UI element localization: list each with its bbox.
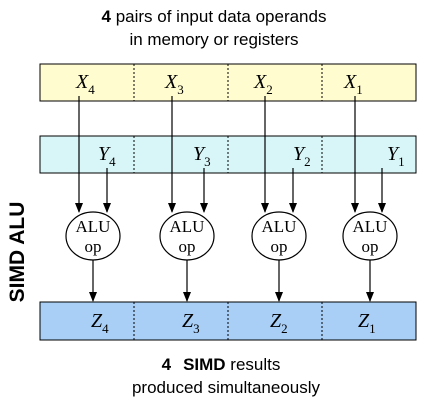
y-register	[39, 135, 417, 174]
alu-4-line1: ALU	[76, 217, 111, 236]
simd-alu-label: SIMD ALU	[6, 202, 29, 303]
top-caption-line2: in memory or registers	[129, 30, 298, 49]
alu-3-line1: ALU	[170, 217, 205, 236]
x4-label: X4	[75, 71, 95, 97]
alu-2-line2: op	[271, 237, 288, 256]
alu-1-line2: op	[362, 237, 379, 256]
y3-label: Y3	[193, 143, 211, 169]
alu-2-line1: ALU	[262, 217, 297, 236]
alu-4-line2: op	[85, 237, 102, 256]
bottom-caption-number: 4	[162, 355, 172, 374]
x2-label: X2	[253, 71, 273, 97]
y1-label: Y1	[387, 143, 405, 169]
z3-label: Z3	[182, 310, 200, 336]
top-caption-line1: 4 pairs of input data operands	[102, 7, 327, 26]
bottom-caption-line1: 4 SIMD results	[162, 355, 281, 374]
y2-label: Y2	[293, 143, 311, 169]
top-caption-number: 4	[102, 7, 112, 26]
z-register	[39, 301, 417, 341]
bottom-caption-simd: SIMD	[183, 355, 226, 374]
y4-label: Y4	[98, 143, 116, 169]
alu-1-line1: ALU	[353, 217, 388, 236]
bottom-caption-text: results	[226, 355, 281, 374]
z2-label: Z2	[270, 310, 288, 336]
z1-label: Z1	[358, 310, 376, 336]
alu-3-line2: op	[179, 237, 196, 256]
top-caption-text: pairs of input data operands	[111, 7, 326, 26]
z4-label: Z4	[91, 310, 109, 336]
x3-label: X3	[164, 71, 184, 97]
x1-label: X1	[343, 71, 363, 97]
bottom-caption-line2: produced simultaneously	[132, 378, 321, 397]
